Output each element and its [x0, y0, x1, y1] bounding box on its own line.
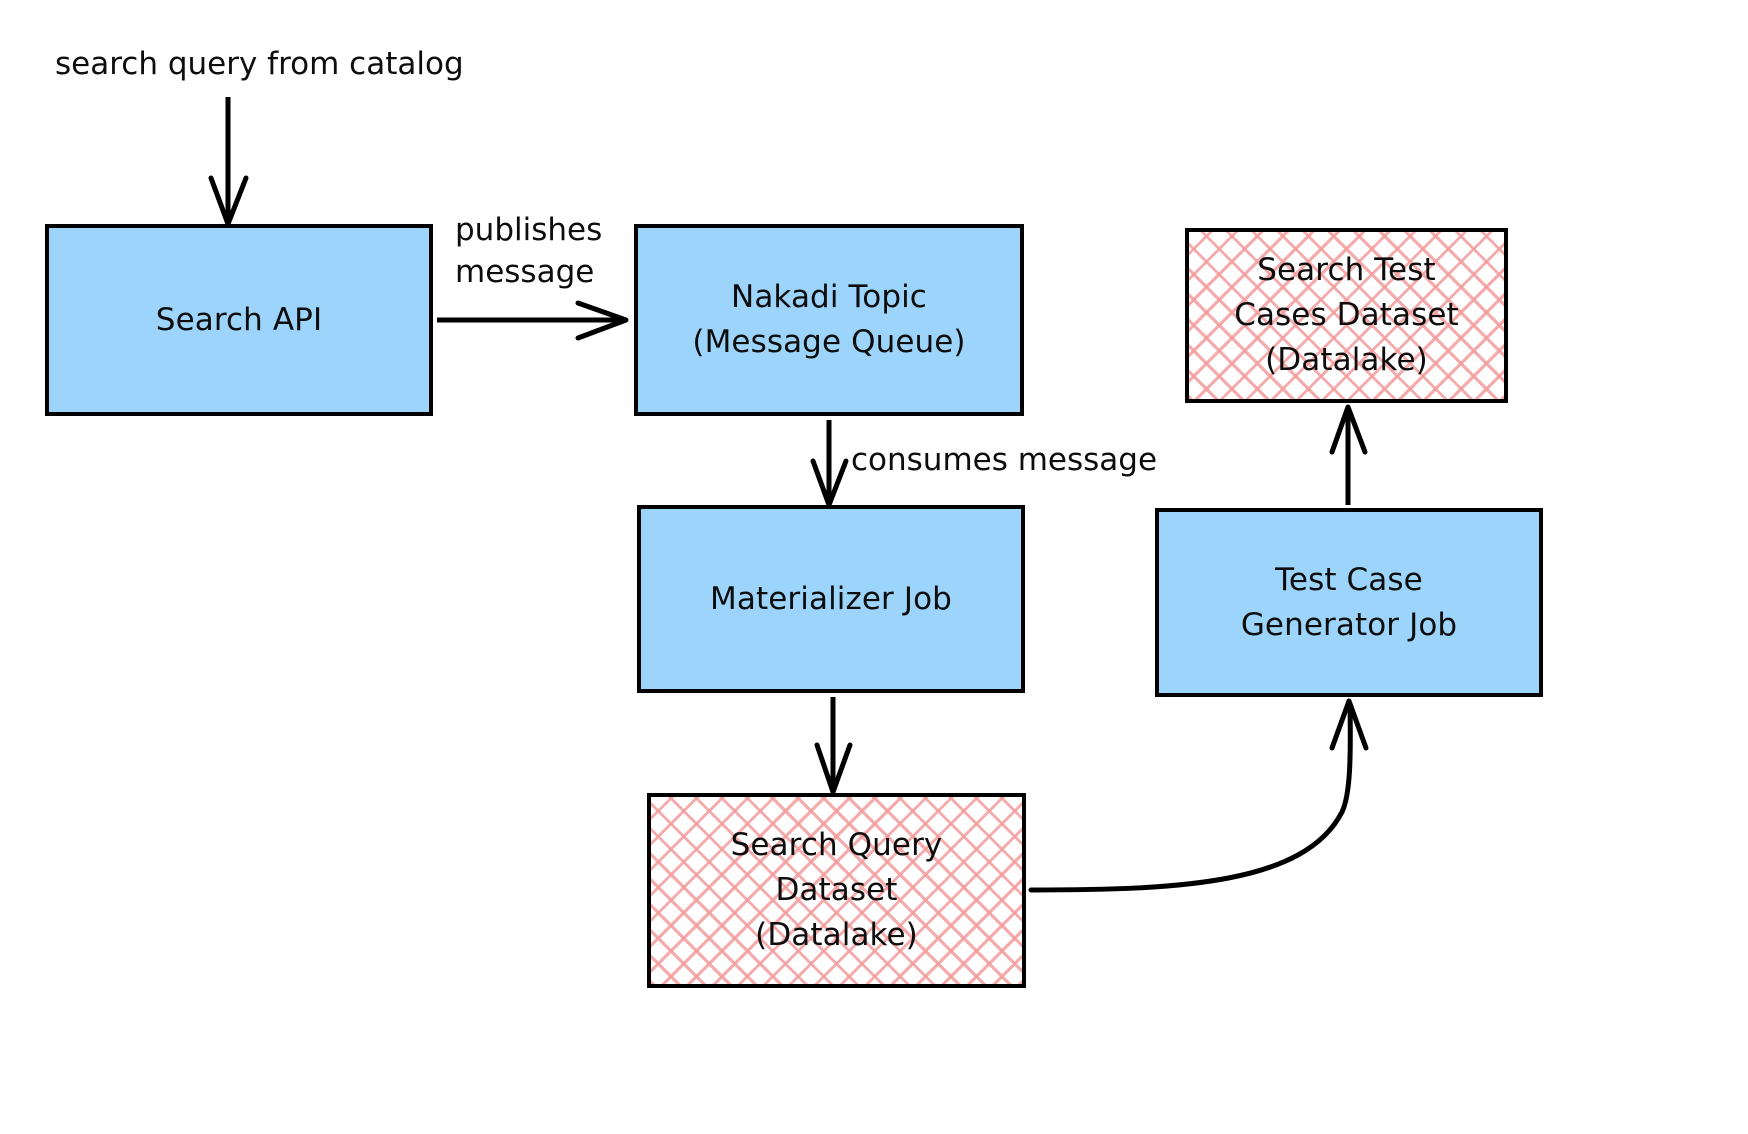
- arrow-search-query-dataset-to-test-case-generator-job: [1028, 698, 1369, 893]
- arrow-search-api-to-nakadi-topic: [437, 300, 629, 341]
- caption-search-query-from-catalog: search query from catalog: [55, 46, 464, 82]
- node-nakadi-topic[interactable]: Nakadi Topic (Message Queue): [634, 224, 1024, 416]
- arrow-nakadi-topic-to-materializer-job: [810, 420, 849, 508]
- node-nakadi-topic-label: Nakadi Topic (Message Queue): [692, 279, 966, 360]
- node-test-case-generator-job[interactable]: Test Case Generator Job: [1155, 508, 1543, 697]
- node-test-case-generator-job-label: Test Case Generator Job: [1240, 561, 1458, 643]
- node-materializer-job[interactable]: Materializer Job: [637, 505, 1025, 693]
- node-search-test-cases-dataset-label: Search Test Cases Dataset (Datalake): [1234, 252, 1459, 378]
- arrow-catalog-to-search-api: [208, 97, 249, 227]
- node-search-query-dataset[interactable]: Search Query Dataset (Datalake): [647, 793, 1026, 988]
- edge-label-consumes-message: consumes message: [851, 442, 1158, 478]
- node-search-api-label: Search API: [155, 301, 323, 338]
- node-materializer-job-label: Materializer Job: [710, 580, 952, 617]
- arrow-materializer-job-to-search-query-dataset: [814, 697, 853, 795]
- node-search-test-cases-dataset[interactable]: Search Test Cases Dataset (Datalake): [1185, 228, 1508, 403]
- node-search-query-dataset-label: Search Query Dataset (Datalake): [730, 827, 943, 953]
- arrow-test-case-generator-job-to-search-test-cases-dataset: [1329, 404, 1368, 505]
- edge-label-publishes-message: publishes message: [455, 212, 603, 290]
- node-search-api[interactable]: Search API: [45, 224, 433, 416]
